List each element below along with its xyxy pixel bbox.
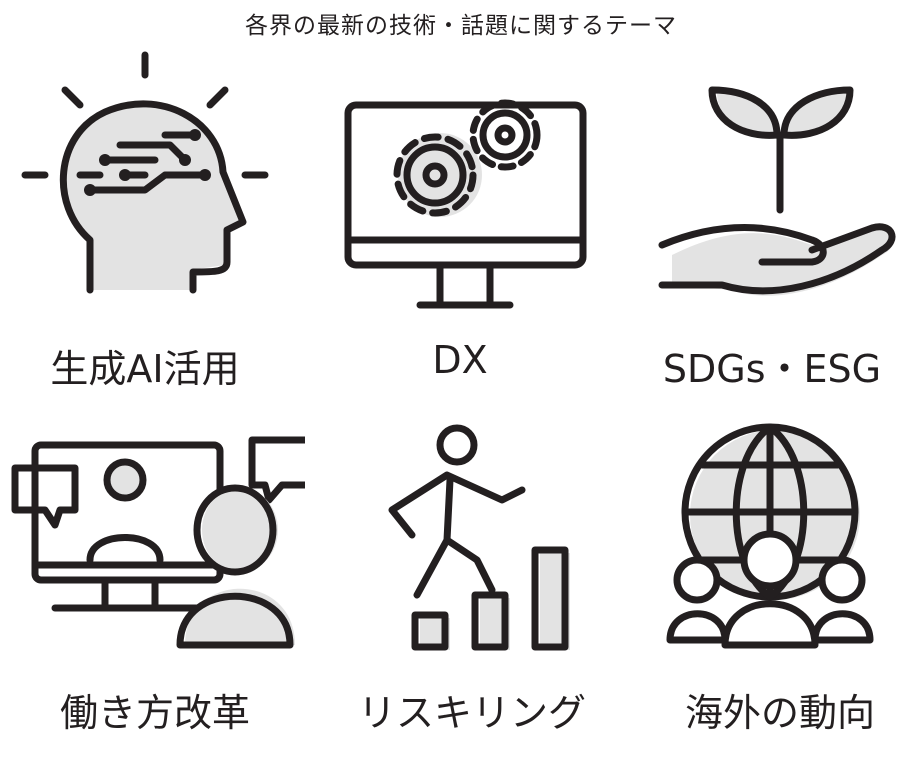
theme-label: リスキリング — [357, 691, 586, 735]
theme-reskilling: リスキリング — [322, 420, 622, 760]
theme-dx: DX — [310, 50, 610, 390]
hand-sprout-icon — [658, 86, 896, 296]
globe-people-icon — [666, 423, 874, 649]
theme-label: 海外の動向 — [684, 691, 875, 735]
theme-label: SDGs・ESG — [662, 347, 882, 391]
monitor-gears-icon — [344, 99, 587, 309]
theme-overseas-trends: 海外の動向 — [630, 420, 922, 760]
brain-circuit-icon — [21, 51, 269, 294]
theme-generative-ai: 生成AI活用 — [0, 50, 295, 391]
page-title: 各界の最新の技術・話題に関するテーマ — [245, 13, 677, 39]
person-climbing-steps-icon — [388, 424, 570, 651]
theme-label: 働き方改革 — [59, 691, 250, 735]
theme-label: DX — [432, 338, 488, 382]
theme-sdgs-esg: SDGs・ESG — [622, 50, 922, 391]
theme-work-style-reform: 働き方改革 — [5, 420, 305, 760]
video-meeting-icon — [11, 436, 305, 649]
theme-label: 生成AI活用 — [50, 347, 240, 391]
